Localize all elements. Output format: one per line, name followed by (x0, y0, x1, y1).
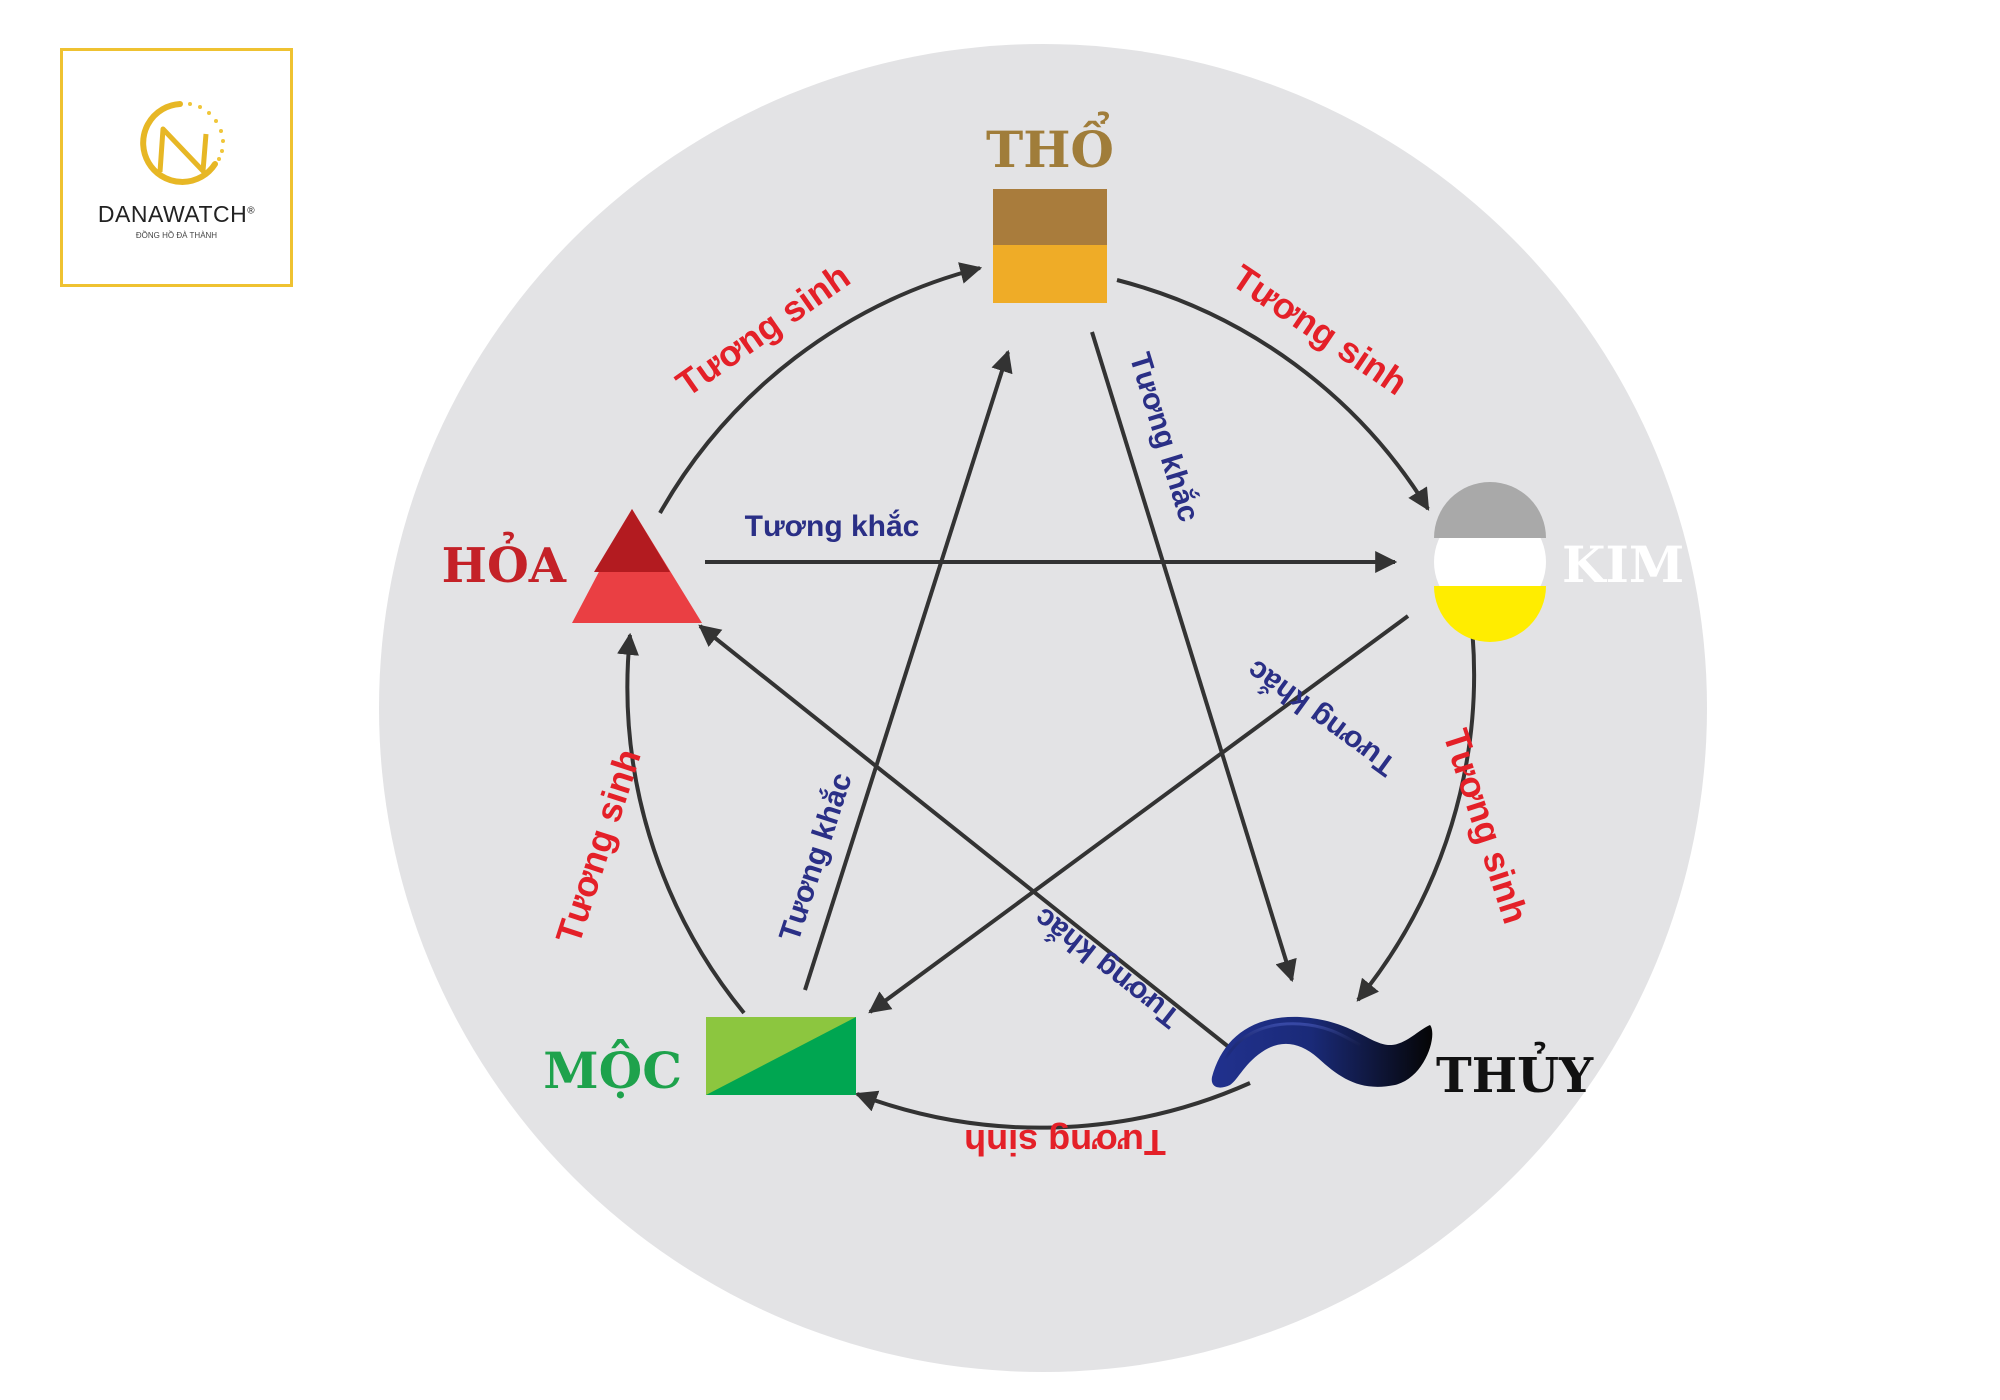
kim-label: KIM (1562, 535, 1684, 594)
sinh-label-thuy-moc: Tương sinh (964, 1122, 1166, 1163)
moc-label: MỘC (543, 1038, 682, 1100)
brand-tagline: ĐỒNG HỒ ĐÀ THÀNH (135, 231, 218, 240)
khac-label-hoa-kim: Tương khắc (745, 509, 920, 543)
arc-moc-to-hoa (617, 632, 746, 1015)
arc-hoa-to-tho (658, 262, 983, 514)
tho-icon (993, 189, 1107, 303)
arrow-kim-to-moc (868, 614, 1410, 1014)
thuy-icon (1211, 1016, 1433, 1088)
kim-icon (1434, 482, 1546, 642)
arrow-moc-to-tho (803, 349, 1013, 991)
logo-mark-icon (140, 101, 225, 185)
arrow-thuy-to-hoa (698, 624, 1232, 1050)
thuy-label: THỦY (1436, 1040, 1594, 1104)
arc-tho-to-kim (1116, 278, 1430, 511)
tho-label: THỔ (986, 110, 1114, 179)
arc-kim-to-thuy (1356, 627, 1477, 1002)
brand-name: DANAWATCH® (97, 201, 256, 227)
arrow-tho-to-thuy (1090, 331, 1297, 983)
hoa-label: HỎA (442, 530, 567, 594)
hoa-icon (572, 509, 702, 623)
danawatch-logo: DANAWATCH® ĐỒNG HỒ ĐÀ THÀNH (60, 48, 293, 287)
arc-thuy-to-moc (854, 1081, 1251, 1130)
moc-icon (706, 1017, 856, 1095)
